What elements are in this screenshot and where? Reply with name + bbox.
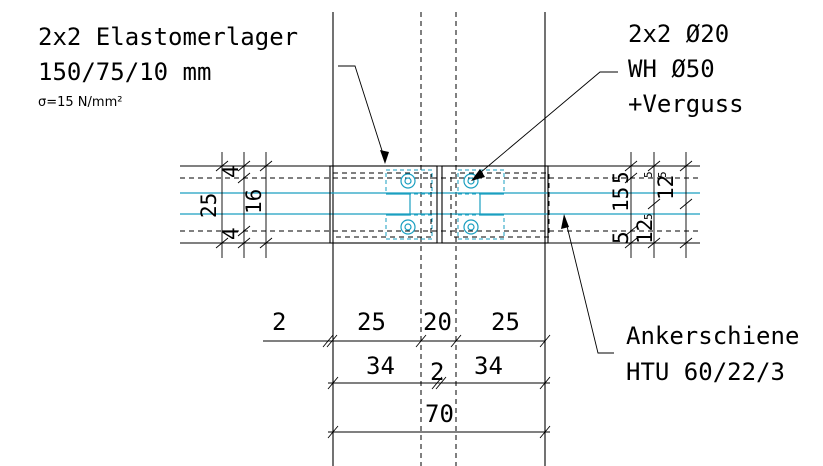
leader-rail bbox=[561, 214, 614, 354]
dowel-label-line3: +Verguss bbox=[628, 90, 744, 118]
anchor-rail-lines bbox=[180, 192, 700, 215]
dim-row1-20: 20 bbox=[423, 308, 452, 336]
dim-left-4-bottom: 4 bbox=[219, 227, 243, 240]
dim-row2-34-left: 34 bbox=[366, 352, 395, 380]
dim-left-4-top: 4 bbox=[219, 165, 243, 178]
dim-right-5-upper-right: 5 bbox=[656, 171, 669, 178]
dim-row1-25-right: 25 bbox=[491, 308, 520, 336]
bearing-label-line3: σ=15 N/mm² bbox=[38, 95, 122, 110]
dim-right-12-upper: 12 bbox=[654, 175, 678, 200]
dimension-row-2 bbox=[327, 376, 551, 390]
dim-right-5-top: 5 bbox=[609, 171, 633, 184]
column-outline bbox=[332, 12, 546, 466]
leader-bearing bbox=[338, 65, 389, 164]
dim-right-5-bottom: 5 bbox=[609, 231, 633, 244]
dim-row3-70: 70 bbox=[425, 400, 454, 428]
rail-label-line1: Ankerschiene bbox=[626, 322, 799, 350]
elastomer-bearings bbox=[385, 169, 505, 240]
rail-label-line2: HTU 60/22/3 bbox=[626, 358, 785, 386]
dim-row2-34-right: 34 bbox=[474, 352, 503, 380]
dim-left-16: 16 bbox=[242, 189, 266, 214]
dimension-chain-left bbox=[215, 152, 273, 258]
dim-row1-2: 2 bbox=[272, 308, 286, 336]
dim-right-12-lower: 12 bbox=[633, 219, 657, 244]
bearing-label-line1: 2x2 Elastomerlager bbox=[38, 23, 298, 51]
dowel-label-line1: 2x2 Ø20 bbox=[628, 20, 729, 48]
dim-row2-2: 2 bbox=[430, 358, 444, 386]
corbel-left bbox=[329, 165, 438, 244]
dimension-row-3 bbox=[327, 425, 551, 439]
dim-row1-25-left: 25 bbox=[357, 308, 386, 336]
dimension-chain-right bbox=[624, 152, 693, 258]
dim-right-15: 15 bbox=[609, 187, 633, 212]
leader-dowel bbox=[471, 71, 618, 181]
dim-right-5-upper-small: 5 bbox=[642, 171, 655, 178]
bearing-label-line2: 150/75/10 mm bbox=[38, 58, 211, 86]
dim-left-25: 25 bbox=[197, 193, 221, 218]
dowel-symbols bbox=[400, 173, 479, 235]
corbel-right bbox=[441, 165, 550, 244]
dimension-row-1 bbox=[263, 334, 551, 348]
dowel-label-line2: WH Ø50 bbox=[628, 55, 715, 83]
dim-right-5-lower-small: 5 bbox=[642, 213, 655, 220]
